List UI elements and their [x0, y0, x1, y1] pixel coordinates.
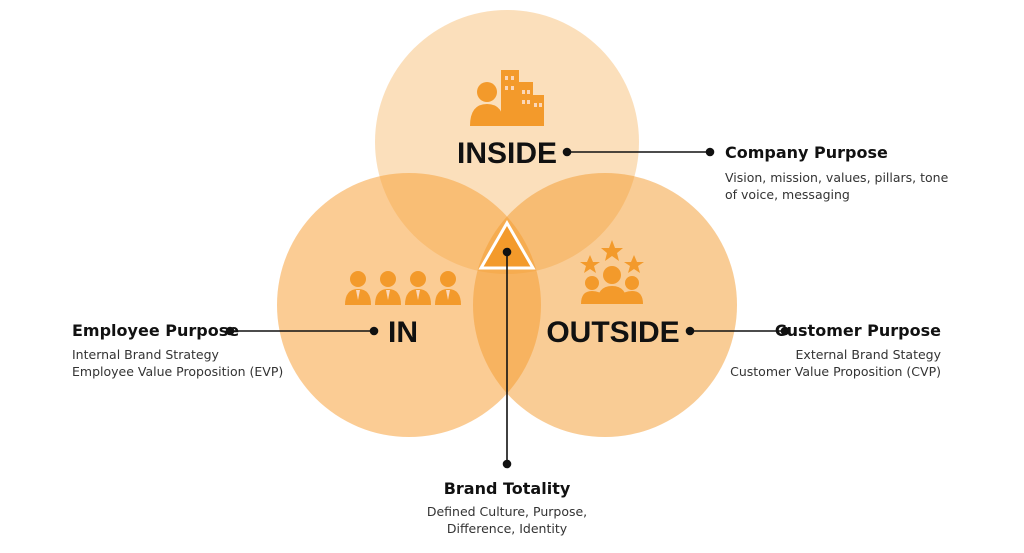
company-purpose-title: Company Purpose: [725, 143, 888, 162]
company-purpose-desc-1: Vision, mission, values, pillars, tone: [725, 170, 949, 185]
customer-purpose-desc-1: External Brand Stategy: [795, 347, 941, 362]
company-purpose-callout: Company Purpose Vision, mission, values,…: [725, 143, 975, 203]
brand-totality-desc-2: Difference, Identity: [446, 521, 568, 536]
customer-purpose-callout: Customer Purpose External Brand Stategy …: [690, 321, 941, 380]
customer-purpose-desc-2: Customer Value Proposition (CVP): [730, 364, 941, 379]
in-label: IN: [388, 316, 418, 349]
outside-circle: [473, 173, 737, 437]
company-purpose-desc-2: of voice, messaging: [725, 187, 850, 202]
customers-stars-icon: [580, 240, 644, 304]
customer-purpose-title: Customer Purpose: [774, 321, 941, 340]
employees-group-icon: [345, 271, 461, 305]
employee-purpose-callout: Employee Purpose Internal Brand Strategy…: [72, 321, 322, 380]
brand-totality-desc-1: Defined Culture, Purpose,: [426, 504, 588, 519]
employee-purpose-title: Employee Purpose: [72, 321, 240, 340]
brand-totality-title: Brand Totality: [443, 479, 571, 498]
connector-lines: [225, 147, 790, 469]
office-worker-building-icon: [470, 70, 544, 126]
employee-purpose-desc-2: Employee Value Proposition (EVP): [72, 364, 284, 379]
outside-label: OUTSIDE: [546, 316, 679, 349]
employee-purpose-desc-1: Internal Brand Strategy: [72, 347, 219, 362]
inside-label: INSIDE: [457, 137, 557, 170]
brand-totality-callout: Brand Totality Defined Culture, Purpose,…: [407, 479, 607, 537]
